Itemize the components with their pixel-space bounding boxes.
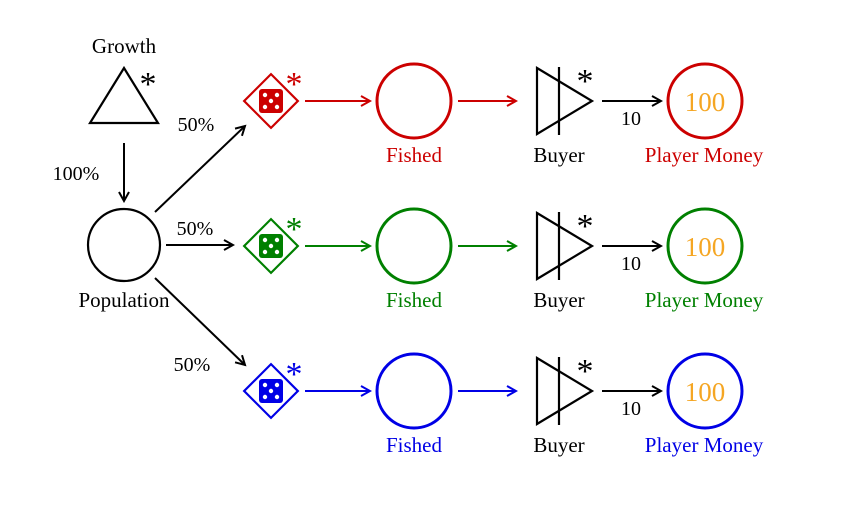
buyer-rate-label: 10 <box>621 108 641 130</box>
buyer-auto-star-icon: * <box>577 353 594 390</box>
money-label: Player Money <box>645 288 764 312</box>
buyer-auto-star-icon: * <box>577 63 594 100</box>
money-value: 100 <box>685 377 726 407</box>
player-money-pool-red[interactable]: 100 Player Money <box>645 62 764 167</box>
population-to-blue-arrow <box>154 277 245 365</box>
split-label-red: 50% <box>178 114 215 136</box>
buyer-label: Buyer <box>533 288 584 312</box>
growth-auto-star-icon: * <box>140 66 157 103</box>
gate-auto-star-icon: * <box>286 211 303 248</box>
fished-label: Fished <box>386 433 443 457</box>
player-money-pool-green[interactable]: 100 Player Money <box>645 207 764 312</box>
gate-auto-star-icon: * <box>286 356 303 393</box>
population-pool[interactable]: Population <box>78 207 170 312</box>
buyer-converter-red[interactable]: * Buyer <box>533 63 595 167</box>
fished-pool-red[interactable]: Fished <box>375 62 453 167</box>
fished-label: Fished <box>386 143 443 167</box>
fished-circle-icon <box>375 207 453 285</box>
money-value: 100 <box>685 87 726 117</box>
buyer-auto-star-icon: * <box>577 208 594 245</box>
buyer-rate-label: 10 <box>621 398 641 420</box>
dice-icon <box>259 379 283 403</box>
money-label: Player Money <box>645 433 764 457</box>
dice-icon <box>259 89 283 113</box>
population-label: Population <box>78 288 170 312</box>
gate-diamond-icon <box>242 217 300 275</box>
source-triangle-icon <box>88 65 160 125</box>
money-circle-icon <box>666 207 744 285</box>
player-money-pool-blue[interactable]: 100 Player Money <box>645 352 764 457</box>
money-circle-icon <box>666 62 744 140</box>
player-row-red: * Fished * Buyer 10 100 Player Money <box>242 62 764 167</box>
random-gate-blue[interactable]: * <box>242 356 303 420</box>
split-label-green: 50% <box>177 218 214 240</box>
fished-pool-green[interactable]: Fished <box>375 207 453 312</box>
gate-diamond-icon <box>242 362 300 420</box>
buyer-label: Buyer <box>533 433 584 457</box>
gate-auto-star-icon: * <box>286 66 303 103</box>
population-circle-icon <box>86 207 162 283</box>
fished-label: Fished <box>386 288 443 312</box>
buyer-label: Buyer <box>533 143 584 167</box>
random-gate-red[interactable]: * <box>242 66 303 130</box>
random-gate-green[interactable]: * <box>242 211 303 275</box>
converter-icon <box>535 66 595 136</box>
dice-icon <box>259 234 283 258</box>
buyer-converter-blue[interactable]: * Buyer <box>533 353 595 457</box>
money-value: 100 <box>685 232 726 262</box>
money-label: Player Money <box>645 143 764 167</box>
buyer-converter-green[interactable]: * Buyer <box>533 208 595 312</box>
player-row-green: * Fished * Buyer 10 100 Player Money <box>242 207 764 312</box>
converter-icon <box>535 211 595 281</box>
converter-icon <box>535 356 595 426</box>
split-label-blue: 50% <box>174 354 211 376</box>
fished-pool-blue[interactable]: Fished <box>375 352 453 457</box>
growth-source[interactable]: Growth * <box>88 34 160 125</box>
buyer-rate-label: 10 <box>621 253 641 275</box>
fished-circle-icon <box>375 62 453 140</box>
gate-diamond-icon <box>242 72 300 130</box>
fished-circle-icon <box>375 352 453 430</box>
player-row-blue: * Fished * Buyer 10 100 Player Money <box>242 352 764 457</box>
money-circle-icon <box>666 352 744 430</box>
population-to-red-arrow <box>154 126 245 213</box>
growth-rate-label: 100% <box>53 163 100 185</box>
growth-label: Growth <box>92 34 157 58</box>
